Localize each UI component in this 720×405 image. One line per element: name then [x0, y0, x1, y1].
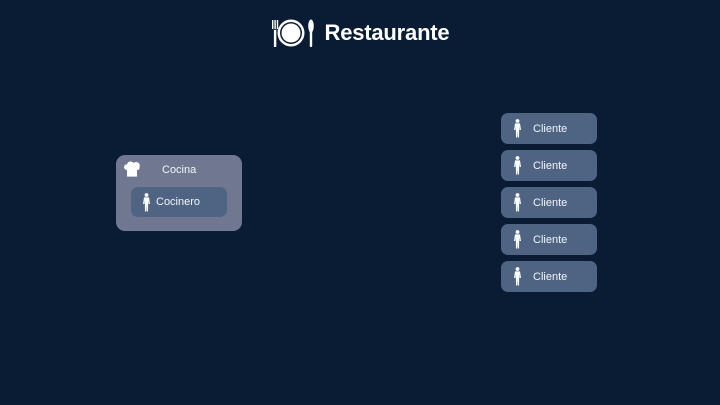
plate-cutlery-icon	[271, 19, 314, 47]
chef-hat-icon	[124, 161, 140, 177]
customer-label: Cliente	[533, 233, 568, 246]
person-icon	[514, 267, 521, 286]
customer-card[interactable]: Cliente	[501, 224, 597, 255]
customer-label: Cliente	[533, 196, 568, 209]
customer-card[interactable]: Cliente	[501, 150, 597, 181]
customer-label: Cliente	[533, 122, 568, 135]
person-icon	[514, 230, 521, 249]
customer-card[interactable]: Cliente	[501, 113, 597, 144]
customer-card[interactable]: Cliente	[501, 261, 597, 292]
cook-card[interactable]: Cocinero	[131, 187, 227, 217]
kitchen-panel[interactable]: Cocina Cocinero	[116, 155, 242, 231]
customer-label: Cliente	[533, 159, 568, 172]
kitchen-label: Cocina	[162, 164, 197, 176]
customer-list: Cliente Cliente Cliente Cliente Cliente	[501, 113, 597, 298]
cook-label: Cocinero	[156, 196, 201, 208]
customer-label: Cliente	[533, 270, 568, 283]
person-icon	[143, 192, 150, 211]
app-title: Restaurante	[324, 20, 450, 45]
person-icon	[514, 193, 521, 212]
person-icon	[514, 156, 521, 175]
app-header: Restaurante	[0, 16, 720, 50]
customer-card[interactable]: Cliente	[501, 187, 597, 218]
person-icon	[514, 119, 521, 138]
